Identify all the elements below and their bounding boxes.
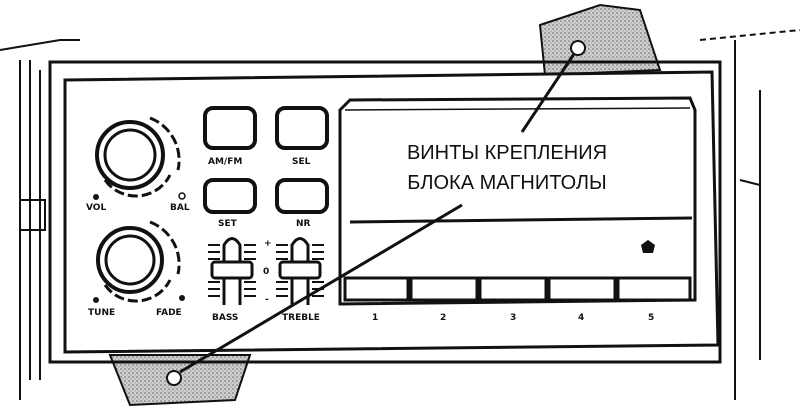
mounting-bracket-top <box>538 3 662 77</box>
preset-button-5[interactable] <box>616 276 692 302</box>
set-button[interactable] <box>203 178 257 214</box>
treble-slider[interactable] <box>276 237 324 306</box>
nr-label: NR <box>296 219 311 229</box>
tune-label: TUNE <box>88 308 115 318</box>
screw-top <box>570 40 586 56</box>
leader-line-top <box>520 53 576 133</box>
vol-label: VOL <box>86 203 106 213</box>
screw-bottom <box>166 370 182 386</box>
callout-line-2: БЛОКА МАГНИТОЛЫ <box>407 172 607 194</box>
preset-buttons <box>343 276 692 302</box>
amfm-button[interactable] <box>203 106 257 150</box>
preset-label-3: 3 <box>510 313 516 323</box>
brand-logo <box>641 240 655 253</box>
amfm-label: AM/FM <box>208 157 242 167</box>
sel-button[interactable] <box>275 106 329 150</box>
minus-label: - <box>265 295 269 305</box>
volume-knob[interactable] <box>95 116 181 198</box>
dashboard-outline <box>0 29 800 400</box>
radio-faceplate <box>63 70 720 354</box>
plus-label: + <box>264 239 272 249</box>
nr-button[interactable] <box>275 178 329 214</box>
preset-label-4: 4 <box>578 313 584 323</box>
bass-label: BASS <box>212 313 238 323</box>
sel-label: SEL <box>292 157 311 167</box>
set-label: SET <box>218 219 238 229</box>
bass-slider[interactable] <box>208 237 256 306</box>
preset-button-4[interactable] <box>547 276 617 302</box>
callout-label: ВИНТЫ КРЕПЛЕНИЯ БЛОКА МАГНИТОЛЫ <box>372 138 642 198</box>
radio-frame <box>48 60 722 364</box>
preset-label-5: 5 <box>648 313 654 323</box>
bal-label: BAL <box>170 203 190 213</box>
display-panel <box>338 96 697 306</box>
tune-knob[interactable] <box>96 220 181 303</box>
callout-line-1: ВИНТЫ КРЕПЛЕНИЯ <box>406 142 608 164</box>
preset-button-1[interactable] <box>343 276 410 302</box>
leader-line-bottom <box>179 203 463 374</box>
fade-label: FADE <box>156 308 182 318</box>
preset-label-2: 2 <box>440 313 446 323</box>
preset-button-2[interactable] <box>409 276 479 302</box>
zero-label: 0 <box>263 267 269 277</box>
treble-label: TREBLE <box>282 313 320 323</box>
preset-label-1: 1 <box>372 313 378 323</box>
preset-button-3[interactable] <box>478 276 548 302</box>
